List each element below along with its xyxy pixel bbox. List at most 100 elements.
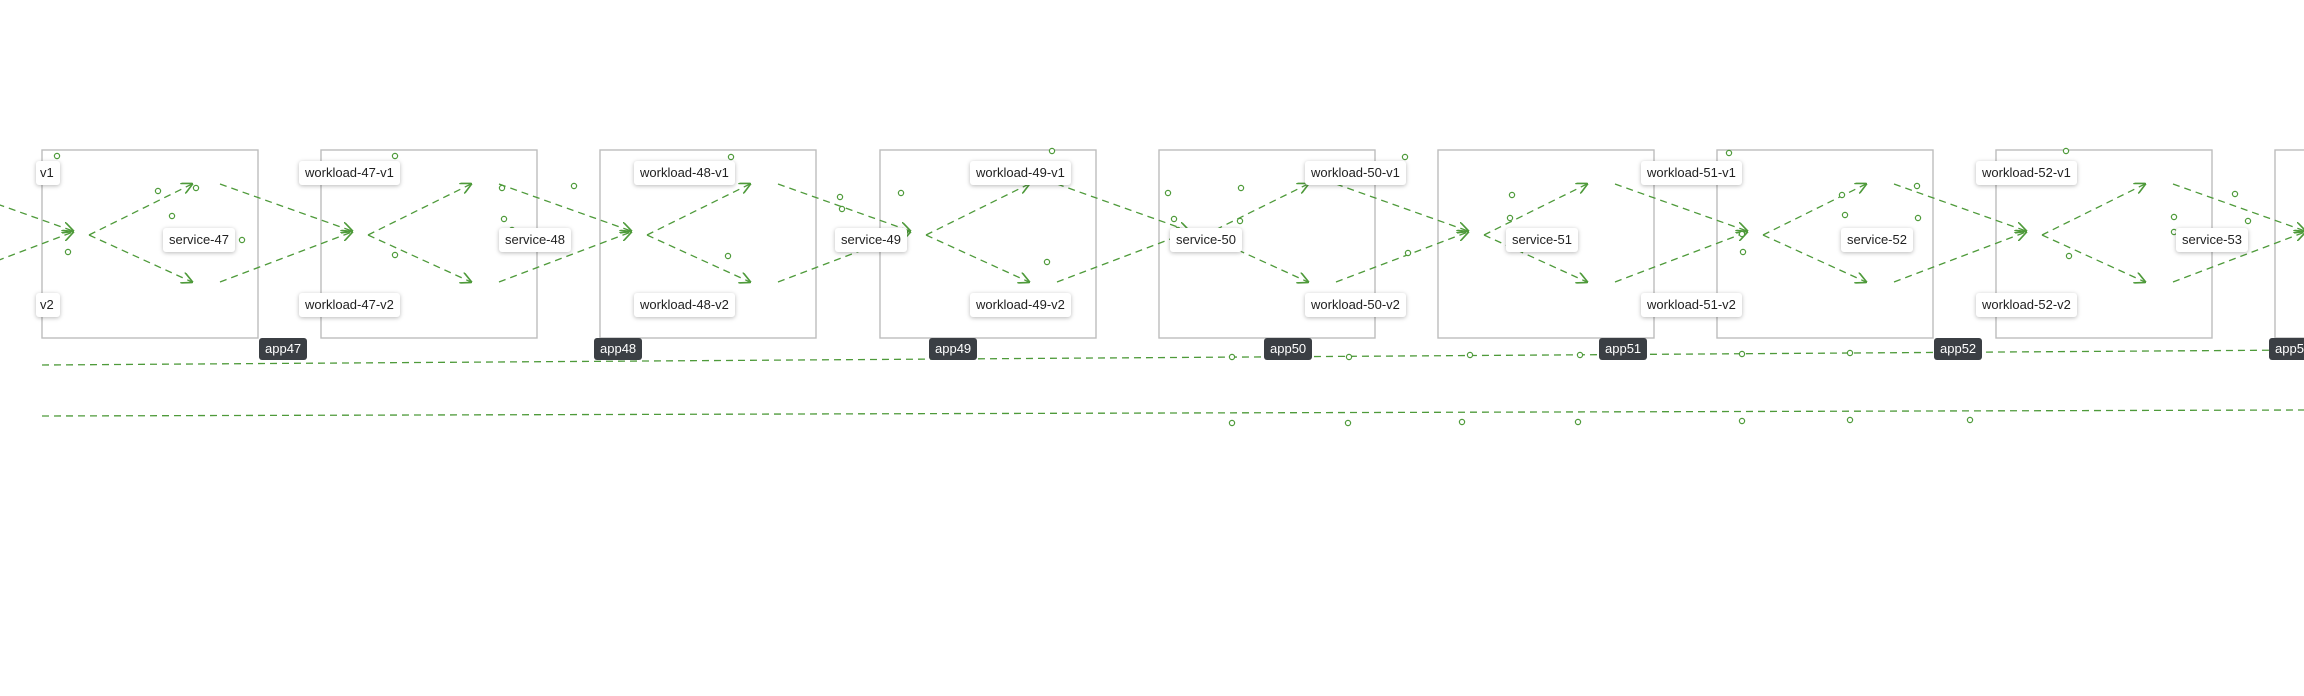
workload-node-v2[interactable]: workload-52-v2 (1976, 293, 2077, 317)
workload-node-v1[interactable]: workload-47-v1 (299, 161, 400, 185)
traffic-dot (1738, 230, 1746, 238)
traffic-edge (2041, 184, 2145, 236)
traffic-dot (391, 152, 399, 160)
traffic-edge (0, 204, 73, 231)
traffic-dot (836, 193, 844, 201)
service-node[interactable]: service-51 (1506, 228, 1578, 252)
app-group-badge[interactable]: app51 (1599, 338, 1648, 360)
traffic-dot (1725, 149, 1733, 157)
workload-node-partial-v1[interactable]: v1 (36, 161, 60, 185)
workload-node-v2[interactable]: workload-51-v2 (1641, 293, 1742, 317)
traffic-dot (897, 189, 905, 197)
traffic-edge (646, 234, 750, 282)
traffic-edge (1335, 232, 1468, 283)
traffic-edge (1483, 234, 1587, 282)
traffic-dot (1458, 418, 1466, 426)
traffic-dot (2231, 190, 2239, 198)
traffic-dot (727, 153, 735, 161)
traffic-dot (154, 187, 162, 195)
traffic-dot (1345, 353, 1353, 361)
traffic-dot (1228, 353, 1236, 361)
traffic-dot (1838, 191, 1846, 199)
traffic-edge (1614, 183, 1747, 231)
traffic-dot (1841, 211, 1849, 219)
service-node[interactable]: service-52 (1841, 228, 1913, 252)
traffic-dot (1574, 418, 1582, 426)
traffic-dot (1466, 351, 1474, 359)
traffic-dot (570, 182, 578, 190)
traffic-edge (88, 234, 192, 282)
traffic-dot (1404, 249, 1412, 257)
traffic-dot (1738, 417, 1746, 425)
traffic-edge (498, 183, 631, 231)
traffic-dot (168, 212, 176, 220)
traffic-dot (1344, 419, 1352, 427)
group-box (2274, 149, 2304, 339)
traffic-dot (1228, 419, 1236, 427)
traffic-dot (1401, 153, 1409, 161)
traffic-dot (1508, 191, 1516, 199)
traffic-dot (1846, 416, 1854, 424)
traffic-dot (1170, 215, 1178, 223)
traffic-dot (2170, 213, 2178, 221)
traffic-edge (2041, 234, 2145, 282)
service-node[interactable]: service-48 (499, 228, 571, 252)
traffic-dot (1914, 214, 1922, 222)
app-group-badge[interactable]: app52 (1934, 338, 1983, 360)
traffic-dot (1043, 258, 1051, 266)
app-group-badge[interactable]: app48 (594, 338, 643, 360)
traffic-edge (1893, 232, 2026, 283)
service-node[interactable]: service-47 (163, 228, 235, 252)
traffic-dot (1966, 416, 1974, 424)
workload-node-v1[interactable]: workload-52-v1 (1976, 161, 2077, 185)
app-group-badge[interactable]: app47 (259, 338, 308, 360)
service-node[interactable]: service-53 (2176, 228, 2248, 252)
service-node[interactable]: service-50 (1170, 228, 1242, 252)
traffic-edge (1893, 183, 2026, 231)
group-box (599, 149, 817, 339)
workload-node-v2[interactable]: workload-50-v2 (1305, 293, 1406, 317)
workload-node-v1[interactable]: workload-48-v1 (634, 161, 735, 185)
traffic-dot (724, 252, 732, 260)
traffic-edge-long (41, 349, 2304, 366)
traffic-dot (1738, 350, 1746, 358)
workload-node-partial-v2[interactable]: v2 (36, 293, 60, 317)
traffic-edge-long (41, 409, 2304, 417)
workload-node-v2[interactable]: workload-48-v2 (634, 293, 735, 317)
traffic-edge (219, 183, 352, 231)
traffic-dot (838, 205, 846, 213)
workload-node-v2[interactable]: workload-47-v2 (299, 293, 400, 317)
traffic-dot (2065, 252, 2073, 260)
traffic-dot (192, 184, 200, 192)
service-node[interactable]: service-49 (835, 228, 907, 252)
traffic-edge (0, 232, 73, 261)
group-box (41, 149, 259, 339)
traffic-dot (1913, 182, 1921, 190)
traffic-edge (925, 184, 1029, 236)
traffic-edge (925, 234, 1029, 282)
traffic-dot (53, 152, 61, 160)
app-group-badge[interactable]: app49 (929, 338, 978, 360)
traffic-dot (1237, 184, 1245, 192)
traffic-dot (2062, 147, 2070, 155)
app-group-badge[interactable]: app53 (2269, 338, 2304, 360)
traffic-dot (1846, 349, 1854, 357)
workload-node-v1[interactable]: workload-50-v1 (1305, 161, 1406, 185)
traffic-edge (2172, 183, 2304, 231)
traffic-dot (498, 184, 506, 192)
traffic-dot (64, 248, 72, 256)
workload-node-v1[interactable]: workload-51-v1 (1641, 161, 1742, 185)
traffic-edge (367, 234, 471, 282)
app-group-badge[interactable]: app50 (1264, 338, 1313, 360)
traffic-dot (2244, 217, 2252, 225)
traffic-edge (1762, 234, 1866, 282)
workload-node-v2[interactable]: workload-49-v2 (970, 293, 1071, 317)
traffic-dot (1048, 147, 1056, 155)
workload-node-v1[interactable]: workload-49-v1 (970, 161, 1071, 185)
traffic-edge (1614, 232, 1747, 283)
traffic-dot (238, 236, 246, 244)
traffic-dot (1576, 351, 1584, 359)
traffic-edge (646, 184, 750, 236)
traffic-edge (1335, 183, 1468, 231)
